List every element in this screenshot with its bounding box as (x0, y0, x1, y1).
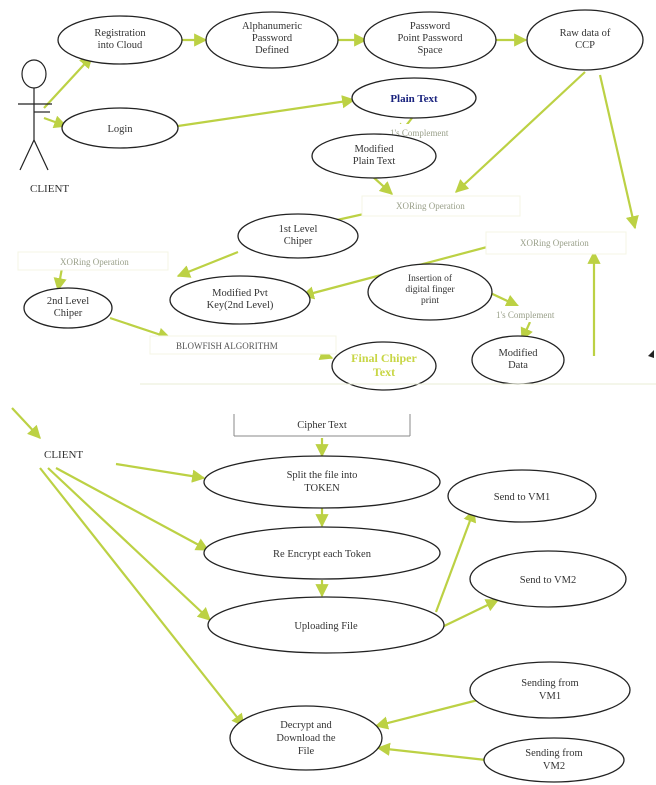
login-text: Login (107, 124, 133, 135)
node-sending-vm1 (469, 661, 631, 719)
top-panel: 1's Complement XORing Operation XORing O… (17, 9, 656, 391)
bottom-panel: Cipher Text CLIENT (11, 407, 631, 783)
edge-client-reencrypt (55, 467, 210, 551)
node-modified-pvt (169, 275, 311, 325)
blowfish-label: BLOWFISH ALGORITHM (176, 341, 278, 351)
node-plain-text (351, 77, 477, 119)
node-registration (57, 15, 183, 65)
edge-xor3-second (53, 267, 67, 292)
node-split (203, 455, 441, 509)
node-decrypt (229, 705, 383, 771)
edge-vm1-decrypt (374, 698, 479, 730)
node-send-vm2 (469, 550, 627, 608)
edge-entry-client (11, 407, 41, 439)
cipher-text-box: Cipher Text (233, 414, 411, 437)
node-uploading (207, 596, 445, 654)
edge-client-decrypt (39, 467, 245, 728)
bottom-edges (11, 407, 500, 762)
actor-leg-right (33, 139, 49, 171)
edge-login-plain (177, 95, 356, 128)
edge-client-split (115, 462, 206, 483)
plain-text-label: Plain Text (390, 93, 438, 105)
top-edge-labels: 1's Complement XORing Operation XORing O… (17, 124, 627, 355)
node-send-vm1 (447, 469, 597, 523)
node-insertion (367, 263, 493, 321)
edge-raw-xor1 (455, 71, 586, 193)
client-label-bottom: CLIENT (44, 449, 83, 461)
edge-client-registration (43, 55, 93, 109)
xoring-label-3: XORing Operation (60, 257, 129, 267)
node-re-encrypt (203, 526, 441, 580)
node-final-cipher (331, 341, 437, 391)
send-vm1-text: Send to VM1 (494, 492, 550, 503)
send-vm2-text: Send to VM2 (520, 575, 576, 586)
edge-first-modifiedpvt (176, 250, 239, 278)
ones-complement-label-1: 1's Complement (390, 128, 449, 138)
client-actor (18, 59, 52, 171)
edge-second-blowfish (109, 316, 172, 341)
bottom-nodes (203, 455, 631, 783)
node-login (61, 107, 179, 149)
node-second-level (23, 287, 113, 329)
re-encrypt-text: Re Encrypt each Token (273, 549, 372, 560)
node-modified-plain (311, 133, 437, 179)
edge-uploading-vm2 (439, 599, 500, 629)
actor-leg-left (19, 139, 35, 171)
node-alphanumeric (205, 11, 339, 69)
node-raw-data (526, 9, 644, 71)
edge-modified-xor1 (371, 175, 393, 195)
node-first-level (237, 213, 359, 259)
actor-head (21, 59, 47, 89)
corner-mark (648, 350, 654, 358)
xoring-label-1: XORing Operation (396, 201, 465, 211)
cipher-text-label: Cipher Text (297, 420, 347, 431)
edge-uploading-vm1 (434, 508, 477, 613)
uploading-text: Uploading File (294, 621, 358, 632)
client-label-top: CLIENT (30, 183, 69, 195)
ones-complement-label-2: 1's Complement (496, 310, 555, 320)
xoring-label-2: XORing Operation (520, 238, 589, 248)
edge-raw-xor2 (598, 74, 639, 230)
node-password-point (363, 11, 497, 69)
top-nodes (23, 9, 644, 391)
node-sending-vm2 (483, 737, 625, 783)
edge-vm2-decrypt (376, 742, 487, 762)
edge-client-uploading (47, 467, 211, 621)
